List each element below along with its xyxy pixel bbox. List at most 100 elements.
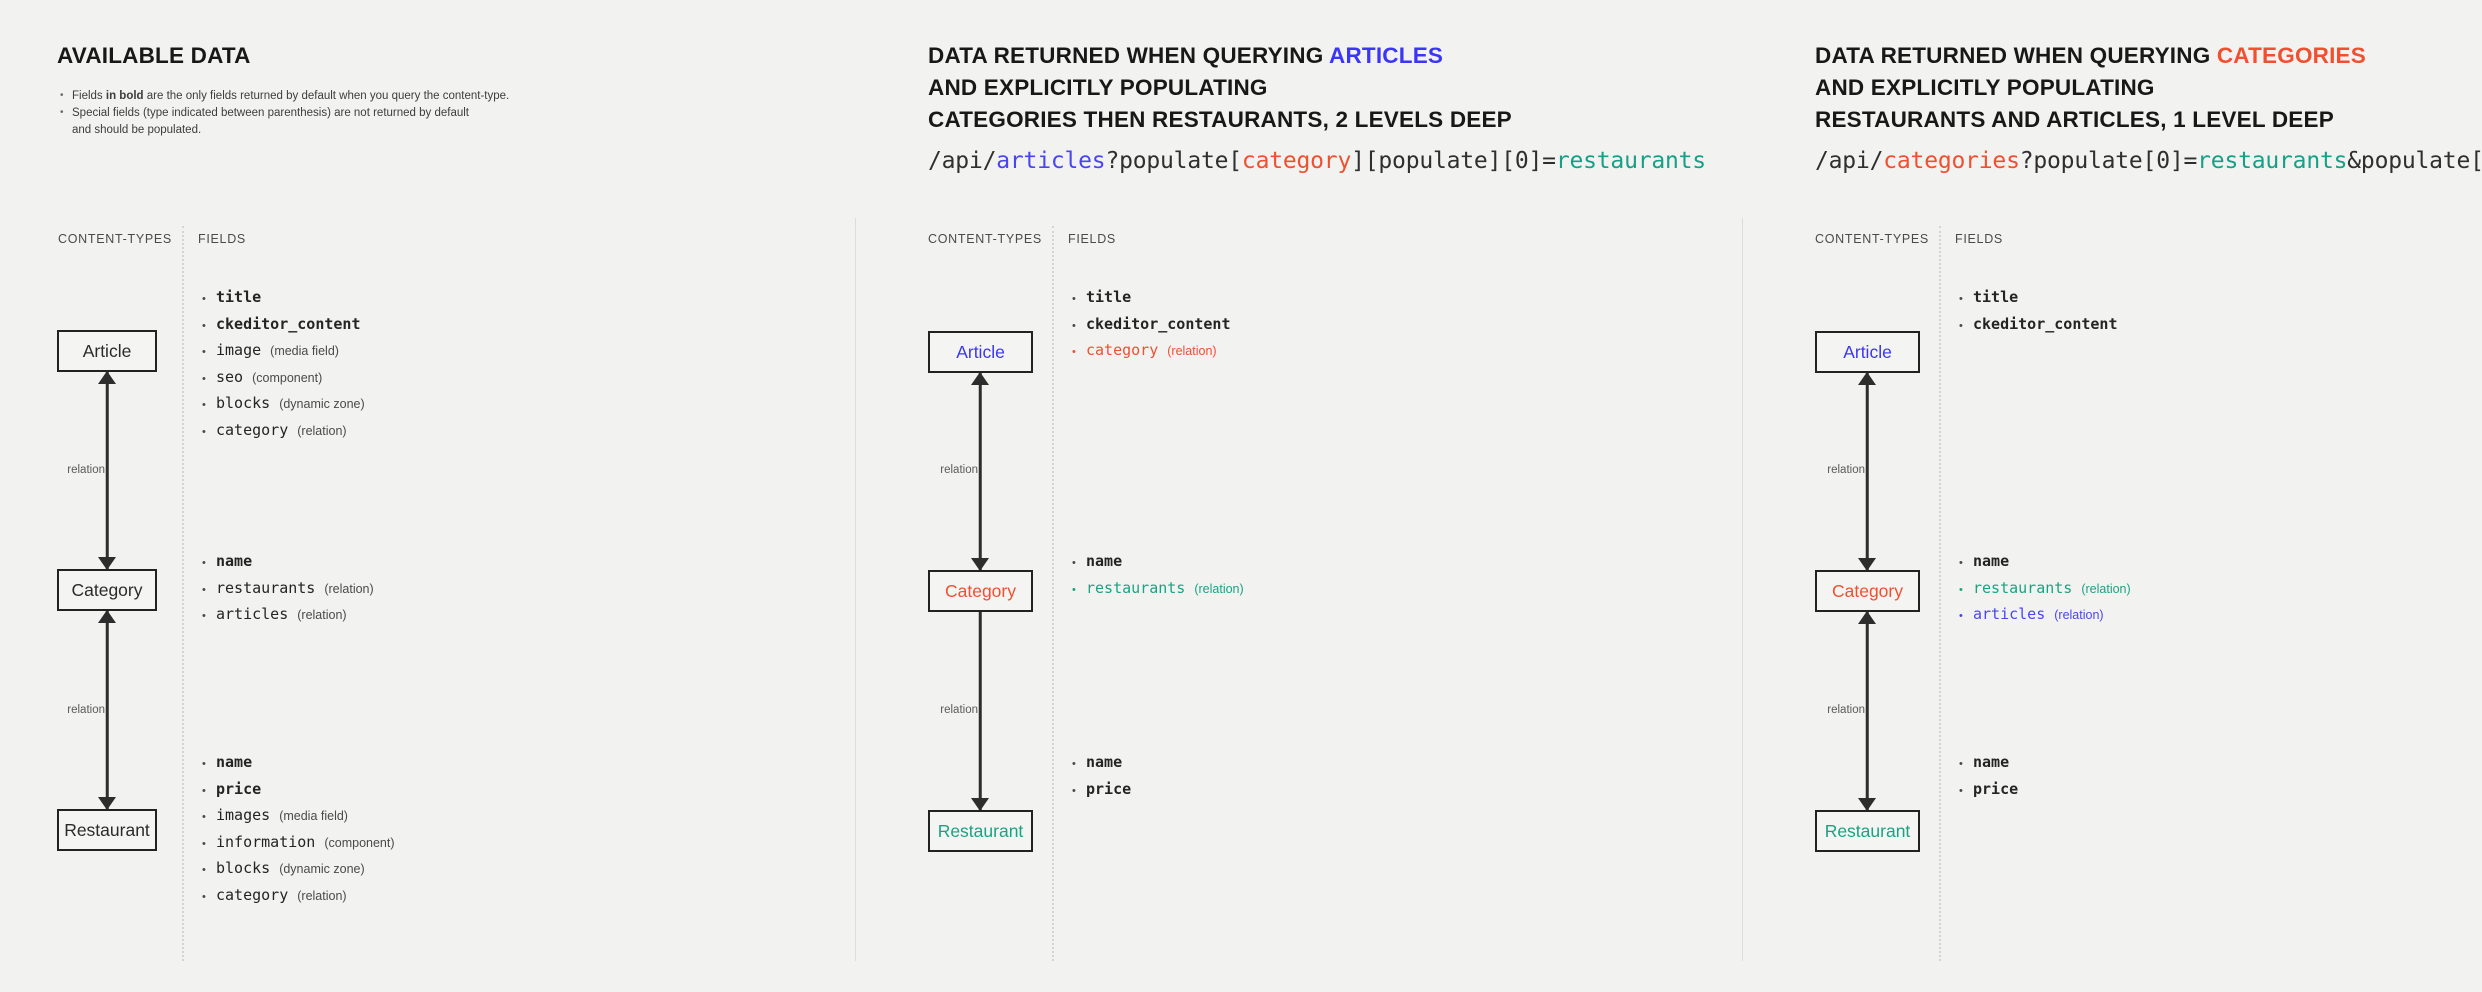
field-row: • title [1959,287,2118,309]
field-name: restaurants [216,578,316,597]
bullet-icon: • [202,346,206,358]
field-row: •ckeditor_content [202,314,365,336]
field-type: (relation) [2081,581,2131,596]
heading-line1-prefix: DATA RETURNED WHEN QUERYING [928,43,1330,68]
label-content-types: CONTENT-TYPES [1815,232,1929,246]
fields-divider [1939,226,1941,961]
node-category[interactable]: Category [57,569,157,611]
field-row: •name [1959,551,2131,573]
fields-restaurant: •name•price [1959,752,2018,805]
column-querying-articles: DATA RETURNED WHEN QUERYING ARTICLES AND… [855,0,1742,992]
bullet-icon: • [1959,784,1963,797]
fields-divider [182,226,184,961]
node-restaurant[interactable]: Restaurant [928,810,1033,852]
node-restaurant[interactable]: Restaurant [57,809,157,851]
field-row: • category (relation) [202,420,365,442]
fields-divider [1052,226,1054,961]
field-row: • blocks (dynamic zone) [202,393,365,415]
column-available-data: AVAILABLE DATA Fields in bold are the on… [0,0,855,992]
field-row: •title [202,287,365,309]
fields-category: •name•restaurants(relation)•articles(rel… [202,551,374,631]
fields-category: •name•restaurants(relation) [1072,551,1244,604]
field-name: name [216,753,253,771]
note-item: Fields in bold are the only fields retur… [60,87,618,105]
relation-label: relation [67,704,105,716]
label-content-types: CONTENT-TYPES [58,232,172,246]
query-token: &populate[1]= [2347,148,2482,174]
bullet-icon: • [1072,293,1076,305]
page-title: DATA RETURNED WHEN QUERYING ARTICLES [928,40,1443,73]
bullet-icon: • [1959,293,1963,305]
field-name: blocks [216,394,271,412]
field-name: title [1973,288,2019,306]
relation-arrow-article-category [965,372,995,571]
field-name: ckeditor_content [216,314,361,333]
field-row: •price [1072,779,1131,801]
fields-article: •title•ckeditor_content•image(media fiel… [202,287,365,446]
relation-arrow-article-category [1852,372,1882,571]
node-article[interactable]: Article [1815,331,1920,373]
query-token: restaurants [1555,148,1706,174]
field-type: (relation) [297,608,347,622]
field-type: (media field) [279,809,348,823]
bullet-icon: • [202,399,206,411]
field-type: (dynamic zone) [279,862,365,876]
node-category[interactable]: Category [928,570,1033,612]
bullet-icon: • [1072,784,1076,797]
bullet-icon: • [202,372,206,385]
field-name: restaurants [1973,578,2073,597]
bullet-icon: • [1072,346,1076,358]
bullet-icon: • [202,864,206,876]
field-row: •title [1072,287,1231,309]
field-name: images [216,806,271,824]
node-article[interactable]: Article [928,331,1033,373]
field-name: price [216,779,262,798]
field-row: •seo(component) [202,367,365,389]
bullet-icon: • [202,425,206,438]
relation-arrow-category-restaurant [965,612,995,811]
field-name: seo [216,367,244,386]
note-item: Special fields (type indicated between p… [60,104,618,139]
node-category[interactable]: Category [1815,570,1920,612]
bullet-icon: • [1072,557,1076,569]
field-row: •ckeditor_content [1959,314,2118,336]
field-row: •name [1072,752,1131,774]
query-token: categories [1883,148,2020,174]
heading-line2: AND EXPLICITLY POPULATING [928,75,1268,100]
node-article[interactable]: Article [57,330,157,372]
field-name: category [216,885,289,904]
field-type: (relation) [1167,344,1217,358]
field-row: •restaurants(relation) [1072,578,1244,600]
field-type: (component) [324,835,395,850]
field-type: (dynamic zone) [279,397,365,411]
api-query-categories: /api/categories?populate[0]=restaurants&… [1815,148,2482,174]
heading-line3: CATEGORIES THEN RESTAURANTS, 2 LEVELS DE… [928,107,1512,132]
field-type: (relation) [324,581,374,596]
heading-line3: RESTAURANTS AND ARTICLES, 1 LEVEL DEEP [1815,107,2334,132]
bullet-icon: • [202,758,206,770]
bullet-icon: • [202,784,206,797]
query-token: restaurants [2197,148,2348,174]
relation-label: relation [1827,464,1865,476]
column-separator-1 [855,218,856,961]
field-row: •restaurants(relation) [202,578,374,600]
field-type: (media field) [270,344,339,358]
field-name: image [216,341,262,359]
field-row: •restaurants(relation) [1959,578,2131,600]
label-fields: FIELDS [198,232,246,246]
relation-arrow-category-restaurant [1852,611,1882,811]
field-name: blocks [216,859,271,877]
relation-label: relation [1827,704,1865,716]
label-content-types: CONTENT-TYPES [928,232,1042,246]
field-name: name [1973,753,2010,771]
field-row: •category(relation) [202,885,395,907]
field-type: (relation) [297,888,347,903]
fields-category: •name•restaurants(relation)•articles(rel… [1959,551,2131,631]
query-token: ][populate][0]= [1351,148,1556,174]
field-type: (relation) [297,423,347,438]
field-name: category [216,420,289,439]
label-fields: FIELDS [1955,232,2003,246]
bullet-icon: • [202,837,206,850]
node-restaurant[interactable]: Restaurant [1815,810,1920,852]
page-title: AVAILABLE DATA [57,43,251,68]
